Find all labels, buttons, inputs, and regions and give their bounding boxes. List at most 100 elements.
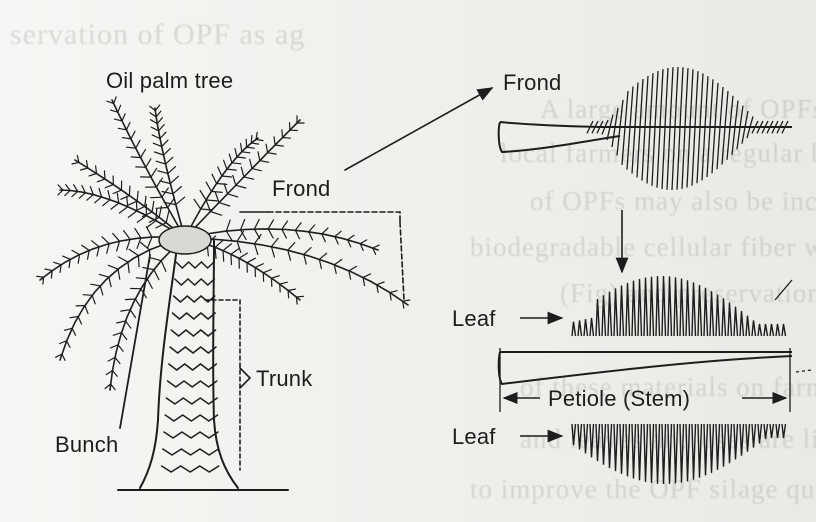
trunk-zigzag: [163, 449, 219, 455]
leaf-lower-blade: [644, 424, 648, 482]
frond-leaflet: [295, 223, 301, 231]
frond-leaflet: [159, 125, 165, 131]
leaf-lower-blade: [626, 424, 630, 476]
frond-leaflet: [224, 184, 227, 194]
frond-leaflet-up: [700, 73, 703, 127]
leaf-lower-blade: [638, 424, 642, 480]
frond-leaflet: [62, 354, 65, 360]
frond-leaflet: [37, 276, 44, 277]
frond-leaflet: [151, 168, 157, 177]
frond-leaflet: [206, 182, 211, 191]
frond-leaflet-down: [692, 127, 695, 186]
frond-callout-arrow: [345, 88, 492, 170]
frond-leaflet: [72, 250, 80, 254]
leaf-upper-blade: [680, 279, 684, 336]
leaf-lower-blades: [572, 424, 786, 484]
leaf-lower-blade: [608, 424, 612, 468]
leaf-lower-blade: [740, 424, 744, 456]
palm-tree-illustration: [37, 88, 492, 490]
crown-fronds: [37, 97, 410, 390]
frond-leaflet-up: [745, 111, 748, 127]
frond-rib: [75, 160, 185, 238]
bunch-label: Bunch: [55, 432, 118, 458]
leaf-upper-blade: [632, 281, 636, 336]
frond-leaflet: [268, 153, 277, 154]
frond-leaflet: [334, 260, 342, 265]
frond-leaflet-down: [617, 127, 620, 155]
frond-leaflet: [125, 299, 135, 300]
frond-leaflet: [348, 235, 354, 240]
frond-leaflet-up: [605, 120, 608, 127]
frond-leaflet: [282, 229, 287, 238]
frond-leaflet-up: [725, 91, 728, 127]
frond-leaflet-up: [665, 68, 668, 127]
leaf-lower-blade: [656, 424, 660, 484]
leaf-lower-blade: [710, 424, 714, 473]
frond-leaflet: [390, 291, 397, 293]
frond-leaflet: [137, 238, 141, 249]
frond-leaflet: [117, 321, 126, 323]
frond-leaflet: [280, 282, 288, 284]
frond-leaflet: [211, 191, 222, 192]
trunk-zigzag: [162, 466, 219, 472]
trunk-zigzag: [172, 313, 215, 319]
frond-leaflet-up: [650, 73, 653, 127]
frond-leaflet: [164, 149, 171, 156]
leaf-upper-blade: [710, 291, 714, 336]
frond-leaflet: [251, 136, 252, 144]
frond-leaflet-down: [737, 127, 740, 149]
leaf-upper-blade: [758, 324, 762, 336]
leaf-upper-blade: [596, 299, 600, 336]
frond-leaflet-up: [685, 68, 688, 127]
frond-leaflet: [147, 227, 153, 237]
frond-leaflet: [201, 209, 213, 210]
leaf-upper-blade: [668, 276, 672, 336]
frond-leaflet: [155, 105, 159, 111]
frond-leaflet-up: [660, 69, 663, 127]
frond-leaflet: [89, 174, 96, 176]
trunk-zigzag: [174, 296, 215, 302]
frond-leaflet-down: [732, 127, 735, 155]
frond-leaflet: [72, 162, 79, 164]
leaf-lower-blade: [704, 424, 708, 475]
frond-leaflet-down: [697, 127, 700, 183]
frond-leaflet: [63, 256, 70, 259]
frond-leaflet: [256, 139, 263, 140]
frond-leaflet: [150, 258, 161, 261]
frond-leaflet: [131, 131, 135, 139]
frond-leaflet-down: [637, 127, 640, 177]
trunk-zigzag: [164, 432, 218, 438]
leaf-upper-blades: [572, 276, 786, 336]
petiole-stem: [499, 352, 792, 384]
frond-leaflet: [108, 191, 110, 200]
leaf-upper-illustration: [520, 276, 786, 336]
leaf-lower-blade: [590, 424, 594, 457]
leaf-lower-blade: [728, 424, 732, 463]
frond-leaflet-down: [702, 127, 705, 180]
frond-leaflet: [244, 177, 254, 179]
frond-leaflet: [148, 237, 152, 248]
frond-leaflet: [255, 264, 263, 268]
leaf-upper-blade: [650, 277, 654, 336]
leaf-upper-blade: [584, 319, 588, 336]
frond-leaflet: [151, 197, 162, 198]
frond-leaflet-down: [627, 127, 630, 170]
frond-leaflet-down: [727, 127, 730, 160]
frond-leaflet-down: [722, 127, 725, 165]
frond-leaflet: [78, 317, 81, 325]
frond-leaflet: [120, 207, 128, 213]
title-label: Oil palm tree: [106, 68, 233, 94]
frond-leaflet: [135, 299, 140, 307]
leaf-lower-blade: [584, 424, 588, 453]
frond-leaflet: [349, 266, 357, 270]
leaf-lower-blade: [680, 424, 684, 483]
frond-leaflet: [210, 212, 221, 216]
frond-leaflet-up: [710, 79, 713, 127]
frond-leaflet: [251, 143, 258, 144]
frond-leaflet: [247, 258, 255, 263]
frond-leaflet: [67, 341, 70, 348]
frond-leaflet: [288, 243, 295, 251]
frond-leaflet-up: [625, 91, 628, 127]
frond-leaflet: [255, 244, 258, 255]
frond-leaflet-up: [620, 100, 623, 127]
